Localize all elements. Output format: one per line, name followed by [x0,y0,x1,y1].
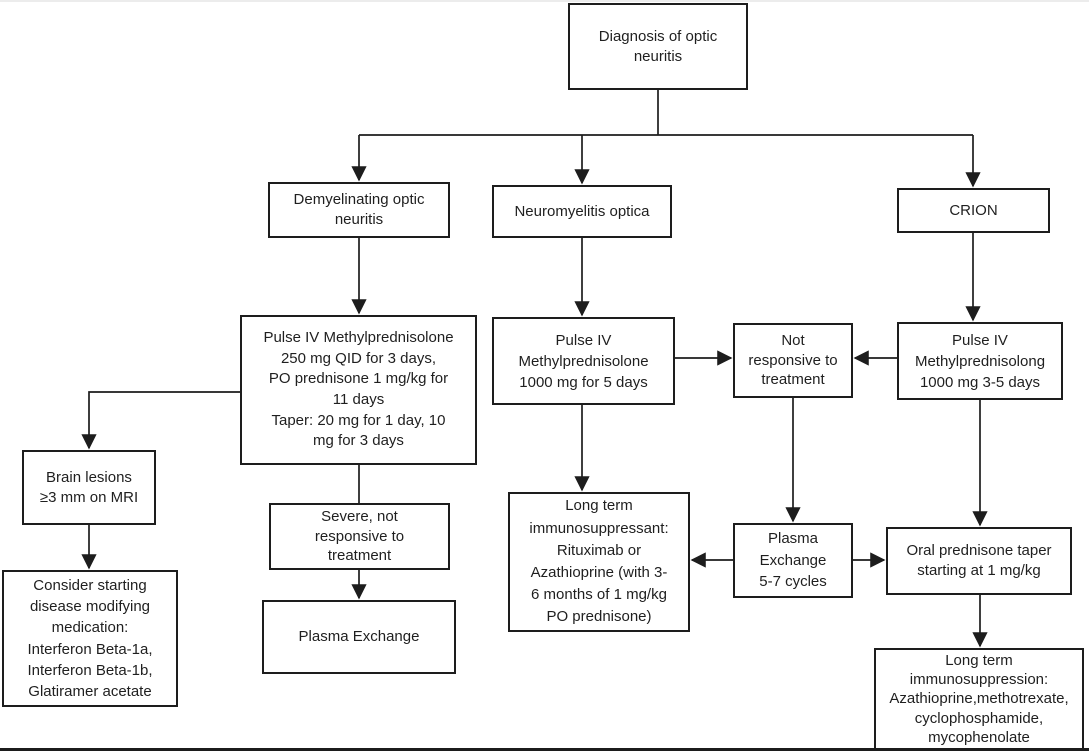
node-severe-not-responsive: Severe, not responsive to treatment [269,503,450,570]
node-pulse-iv-methylprednisolong-1000mg-3-5days: Pulse IV Methylprednisolong 1000 mg 3-5 … [897,322,1063,400]
node-pulse-iv-methylprednisolone-1000mg-5days: Pulse IV Methylprednisolone 1000 mg for … [492,317,675,405]
node-long-term-immunosuppressant: Long term immunosuppressant: Rituximab o… [508,492,690,632]
edge-pulse-to-brainlesions [81,391,240,450]
node-plasma-exchange-5-7-cycles: Plasma Exchange 5-7 cycles [733,523,853,598]
node-long-term-immunosuppression: Long term immunosuppression: Azathioprin… [874,648,1084,748]
node-diagnosis-of-optic-neuritis: Diagnosis of optic neuritis [568,3,748,90]
page-top-border [0,0,1089,2]
node-pulse-iv-methylprednisolone-250mg: Pulse IV Methylprednisolone 250 mg QID f… [240,315,477,465]
page-bottom-border [0,748,1089,751]
node-demyelinating-optic-neuritis: Demyelinating optic neuritis [268,182,450,238]
node-oral-prednisone-taper: Oral prednisone taper starting at 1 mg/k… [886,527,1072,595]
node-disease-modifying-medication: Consider starting disease modifying medi… [2,570,178,707]
node-crion: CRION [897,188,1050,233]
node-plasma-exchange: Plasma Exchange [262,600,456,674]
node-brain-lesions-mri: Brain lesions ≥3 mm on MRI [22,450,156,525]
node-not-responsive-to-treatment: Not responsive to treatment [733,323,853,398]
node-neuromyelitis-optica: Neuromyelitis optica [492,185,672,238]
